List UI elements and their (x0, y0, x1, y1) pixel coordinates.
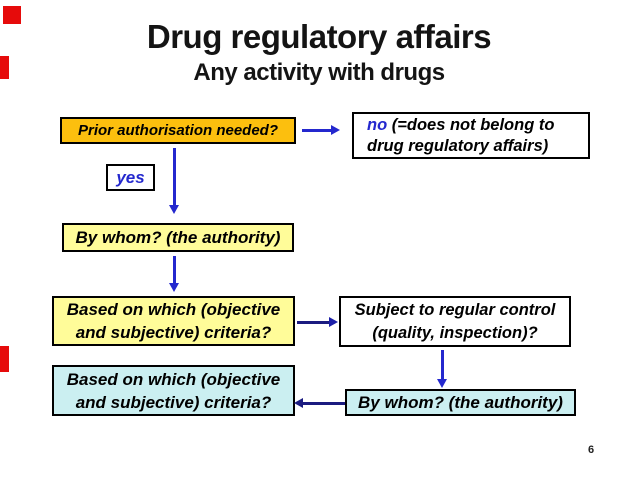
arrow-criteria-to-subject-head-icon (329, 317, 338, 327)
page-number: 6 (588, 444, 595, 456)
arrow-prior-to-no-line (302, 129, 331, 132)
slide-title: Drug regulatory affairs (146, 18, 492, 55)
flow-box-yes: yes (106, 164, 155, 191)
flow-box-no: no (=does not belong to drug regulatory … (352, 112, 590, 159)
criteria-cyan-line1: Based on which (objective (66, 369, 281, 389)
flow-box-prior-authorisation: Prior authorisation needed? (60, 117, 296, 144)
no-word: no (367, 115, 388, 134)
flow-box-no-line2: drug regulatory affairs) (367, 136, 549, 155)
red-mark-corner (3, 6, 21, 24)
arrow-bywhom2-to-criteria-head-icon (294, 398, 303, 408)
arrow-prior-to-no-head-icon (331, 125, 340, 135)
by-whom-1-label: By whom? (the authority) (75, 227, 281, 247)
red-mark-left-upper (0, 56, 9, 79)
flow-box-criteria-yellow: Based on which (objective and subjective… (52, 296, 295, 346)
flow-box-no-line1: no (=does not belong to (367, 115, 554, 136)
red-mark-left-lower (0, 346, 9, 372)
arrow-criteria-to-subject-line (297, 321, 330, 324)
arrow-bywhom-down-head-icon (169, 283, 179, 292)
arrow-subject-down-head-icon (437, 379, 447, 388)
criteria-cyan-line2: and subjective) criteria? (75, 392, 272, 412)
arrow-subject-down-line (441, 350, 444, 380)
flow-box-by-whom-authority-1: By whom? (the authority) (62, 223, 294, 252)
no-line1-rest: (=does not belong to (387, 115, 555, 134)
criteria-yellow-line2: and subjective) criteria? (75, 323, 272, 342)
subject-control-line2: (quality, inspection)? (372, 323, 538, 342)
yes-word: yes (116, 167, 145, 187)
arrow-bywhom-down-line (173, 256, 176, 284)
arrow-prior-down-line (173, 148, 176, 206)
by-whom-2-label: By whom? (the authority) (358, 392, 563, 412)
arrow-bywhom2-to-criteria-line (303, 402, 345, 405)
flow-box-subject-control: Subject to regular control (quality, ins… (339, 296, 571, 347)
criteria-yellow-line1: Based on which (objective (66, 300, 281, 319)
arrow-prior-down-head-icon (169, 205, 179, 214)
subject-control-line1: Subject to regular control (354, 300, 556, 319)
flow-box-prior-label: Prior authorisation needed? (77, 122, 279, 139)
flow-box-criteria-cyan: Based on which (objective and subjective… (52, 365, 295, 416)
slide-subtitle: Any activity with drugs (193, 59, 445, 86)
flow-box-by-whom-authority-2: By whom? (the authority) (345, 389, 576, 416)
